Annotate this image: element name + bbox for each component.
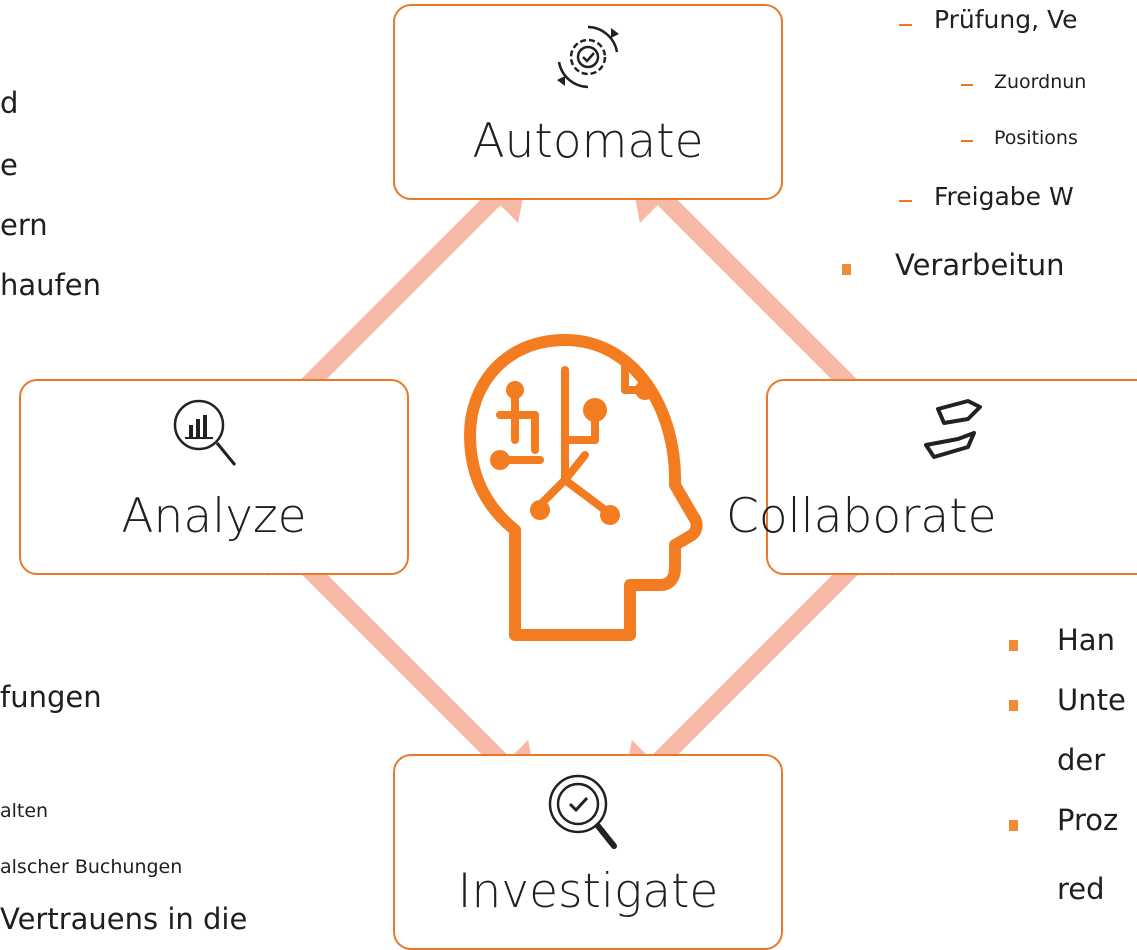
right-top-line-1: Prüfung, Ve — [934, 5, 1078, 34]
dash-marker — [899, 200, 912, 202]
chart-magnifier-icon — [173, 399, 237, 466]
bullet-marker — [1009, 820, 1018, 831]
right-top-line-4: Freigabe W — [934, 182, 1074, 211]
bullet-marker — [1009, 700, 1018, 711]
left-text-line-3: ern — [0, 208, 48, 242]
left-text-line-2: e — [0, 148, 18, 182]
ai-head-circuit-icon — [464, 334, 703, 641]
right-bottom-line-1: Han — [1057, 623, 1115, 657]
bullet-marker — [842, 264, 851, 275]
node-automate-label: Automate — [472, 114, 704, 169]
left-text-line-4: haufen — [0, 268, 101, 302]
node-investigate-label: Investigate — [457, 864, 719, 919]
node-analyze: Analyze — [19, 379, 409, 575]
node-investigate: Investigate — [393, 754, 783, 950]
left-bottom-line-2: alten — [0, 800, 49, 822]
node-analyze-label: Analyze — [121, 489, 307, 544]
left-bottom-line-3: alscher Buchungen — [0, 856, 183, 878]
right-bottom-line-3: der — [1057, 743, 1106, 777]
node-collaborate: Collaborate — [726, 379, 1137, 575]
dash-marker — [961, 84, 973, 86]
dash-marker — [961, 140, 973, 142]
node-collaborate-label: Collaborate — [726, 489, 997, 544]
right-bottom-line-2: Unte — [1057, 683, 1126, 717]
right-top-line-2: Zuordnun — [994, 71, 1087, 93]
left-bottom-line-1: fungen — [0, 680, 102, 714]
left-bottom-line-4: Vertrauens in die — [0, 902, 248, 936]
right-bottom-line-4: Proz — [1057, 803, 1119, 837]
gear-automation-icon — [557, 25, 619, 89]
node-automate: Automate — [393, 4, 783, 200]
handshake-icon — [924, 399, 982, 459]
right-top-line-5: Verarbeitun — [895, 248, 1065, 282]
right-bottom-line-5: red — [1057, 872, 1105, 906]
dash-marker — [899, 24, 912, 26]
right-top-line-3: Positions — [994, 127, 1078, 149]
check-magnifier-icon — [548, 774, 617, 849]
left-text-line-1: d — [0, 86, 19, 120]
bullet-marker — [1009, 640, 1018, 651]
